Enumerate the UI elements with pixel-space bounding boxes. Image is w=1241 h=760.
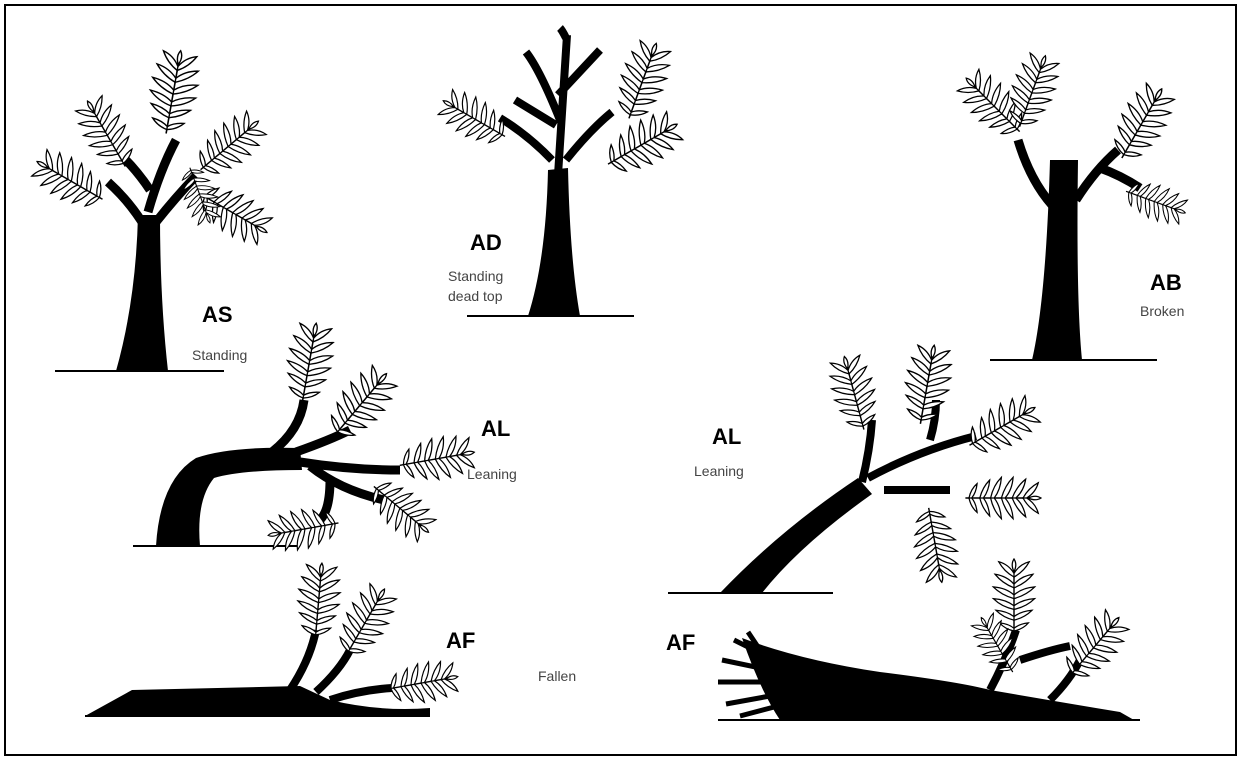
- tree-standing: AS Standing: [27, 47, 278, 371]
- description-label: Fallen: [538, 668, 576, 684]
- foliage: [824, 341, 1045, 585]
- foliage: [966, 559, 1134, 689]
- trunk: [116, 215, 168, 371]
- code-label: AD: [470, 230, 502, 255]
- foliage: [265, 319, 478, 554]
- tree-leaning-right: AL Leaning: [668, 341, 1045, 593]
- description-label: Broken: [1140, 303, 1184, 319]
- tree-fallen-left: AF Fallen: [85, 561, 576, 716]
- description-label: Leaning: [694, 463, 744, 479]
- trunk: [528, 168, 580, 316]
- code-label: AB: [1150, 270, 1182, 295]
- code-label: AL: [712, 424, 741, 449]
- code-label: AF: [446, 628, 475, 653]
- tree-leaning-left: AL Leaning: [133, 319, 517, 554]
- description-label: Leaning: [467, 466, 517, 482]
- description-label: dead top: [448, 288, 503, 304]
- description-label: Standing: [192, 347, 247, 363]
- tree-dead-top: AD Standing dead top: [433, 28, 688, 316]
- tree-broken: AB Broken: [952, 49, 1192, 360]
- description-label: Standing: [448, 268, 503, 284]
- code-label: AF: [666, 630, 695, 655]
- trunk: [720, 478, 872, 593]
- code-label: AS: [202, 302, 233, 327]
- code-label: AL: [481, 416, 510, 441]
